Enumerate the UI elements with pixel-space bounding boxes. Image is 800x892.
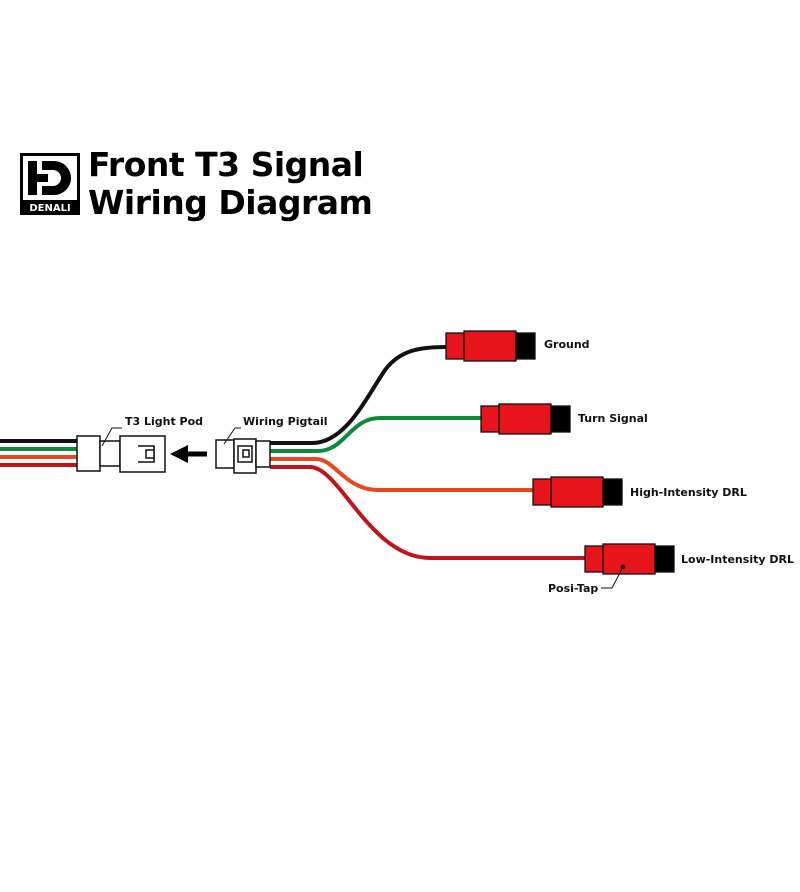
posi-tap-ground [445, 330, 536, 362]
leader-posi-tap [601, 566, 624, 589]
label-pigtail: Wiring Pigtail [243, 415, 328, 428]
wire-turn-signal [270, 416, 482, 453]
leader-pigtail [223, 427, 241, 445]
page-title: Front T3 Signal Wiring Diagram [88, 145, 373, 222]
pigtail-connector [215, 438, 271, 474]
leader-light-pod [101, 427, 122, 447]
label-posi-tap: Posi-Tap [548, 582, 598, 595]
title-line-1: Front T3 Signal [88, 145, 364, 184]
denali-logo: DENALI [20, 153, 80, 215]
light-pod-connector [76, 435, 166, 473]
title-line-2: Wiring Diagram [88, 183, 373, 222]
label-light-pod: T3 Light Pod [125, 415, 203, 428]
posi-tap-low-drl [584, 543, 675, 575]
pod-wires [0, 439, 78, 467]
pigtail-wires [270, 345, 586, 560]
posi-tap-turn-signal [480, 403, 571, 435]
label-turn-signal: Turn Signal [578, 412, 648, 425]
label-ground: Ground [544, 338, 590, 351]
label-low-drl: Low-Intensity DRL [681, 553, 794, 566]
logo-wordmark: DENALI [29, 203, 70, 214]
leader-lines [101, 427, 626, 589]
wire-low-drl [270, 465, 586, 560]
arrow-left-icon [170, 445, 207, 463]
wire-high-drl [270, 457, 534, 492]
posi-tap-high-drl [532, 476, 623, 508]
wire-ground [270, 345, 447, 445]
label-high-drl: High-Intensity DRL [630, 486, 747, 499]
